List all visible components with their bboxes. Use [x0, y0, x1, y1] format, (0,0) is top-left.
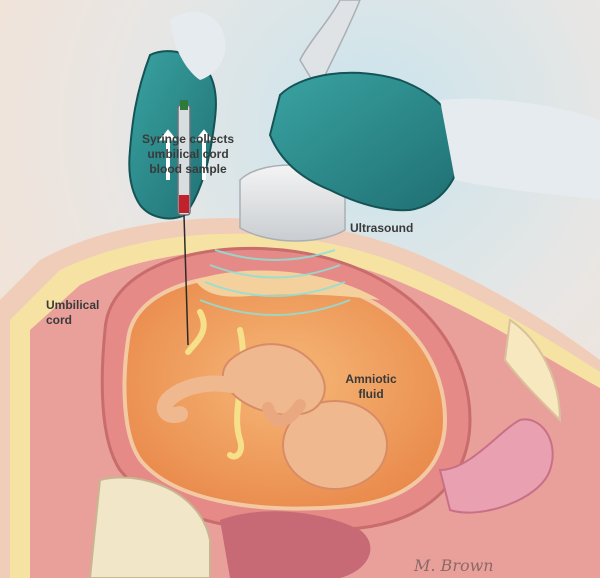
- fetus-leg: [156, 375, 240, 423]
- cord-label-line: cord: [46, 313, 73, 327]
- rectum: [220, 511, 371, 578]
- syringe-label-line: Syringe collects: [141, 132, 235, 146]
- cord-label-line: Umbilical: [46, 298, 100, 312]
- pubic-bone: [503, 318, 562, 423]
- spine: [88, 476, 211, 578]
- syringe-label-line: blood sample: [149, 162, 227, 176]
- ultrasound-label: Ultrasound: [350, 221, 414, 235]
- syringe-blood: [179, 195, 189, 213]
- syringe-label-line: umbilical cord: [147, 147, 229, 161]
- left-sleeve: [170, 11, 226, 80]
- fetus-head: [282, 400, 388, 490]
- fetus-arm: [262, 399, 306, 427]
- probe-cable: [299, 0, 361, 92]
- syringe-plunger: [180, 100, 188, 110]
- fetus: [156, 343, 388, 490]
- bladder: [438, 418, 554, 514]
- upward-arrows: [158, 129, 214, 180]
- fluid-label-line: Amniotic: [345, 372, 397, 386]
- artist-signature: M. Brown: [414, 556, 494, 575]
- right-sleeve: [440, 98, 600, 200]
- syringe-needle: [183, 214, 189, 346]
- right-glove-hand: [268, 71, 462, 212]
- fluid-label-line: fluid: [358, 387, 384, 401]
- ultrasound-waves: [199, 249, 351, 316]
- syringe: [177, 100, 191, 346]
- umbilical-cord-label: Umbilical cord: [46, 298, 106, 328]
- syringe-label: Syringe collects umbilical cord blood sa…: [128, 132, 248, 177]
- amniotic-fluid-label: Amniotic fluid: [340, 372, 402, 402]
